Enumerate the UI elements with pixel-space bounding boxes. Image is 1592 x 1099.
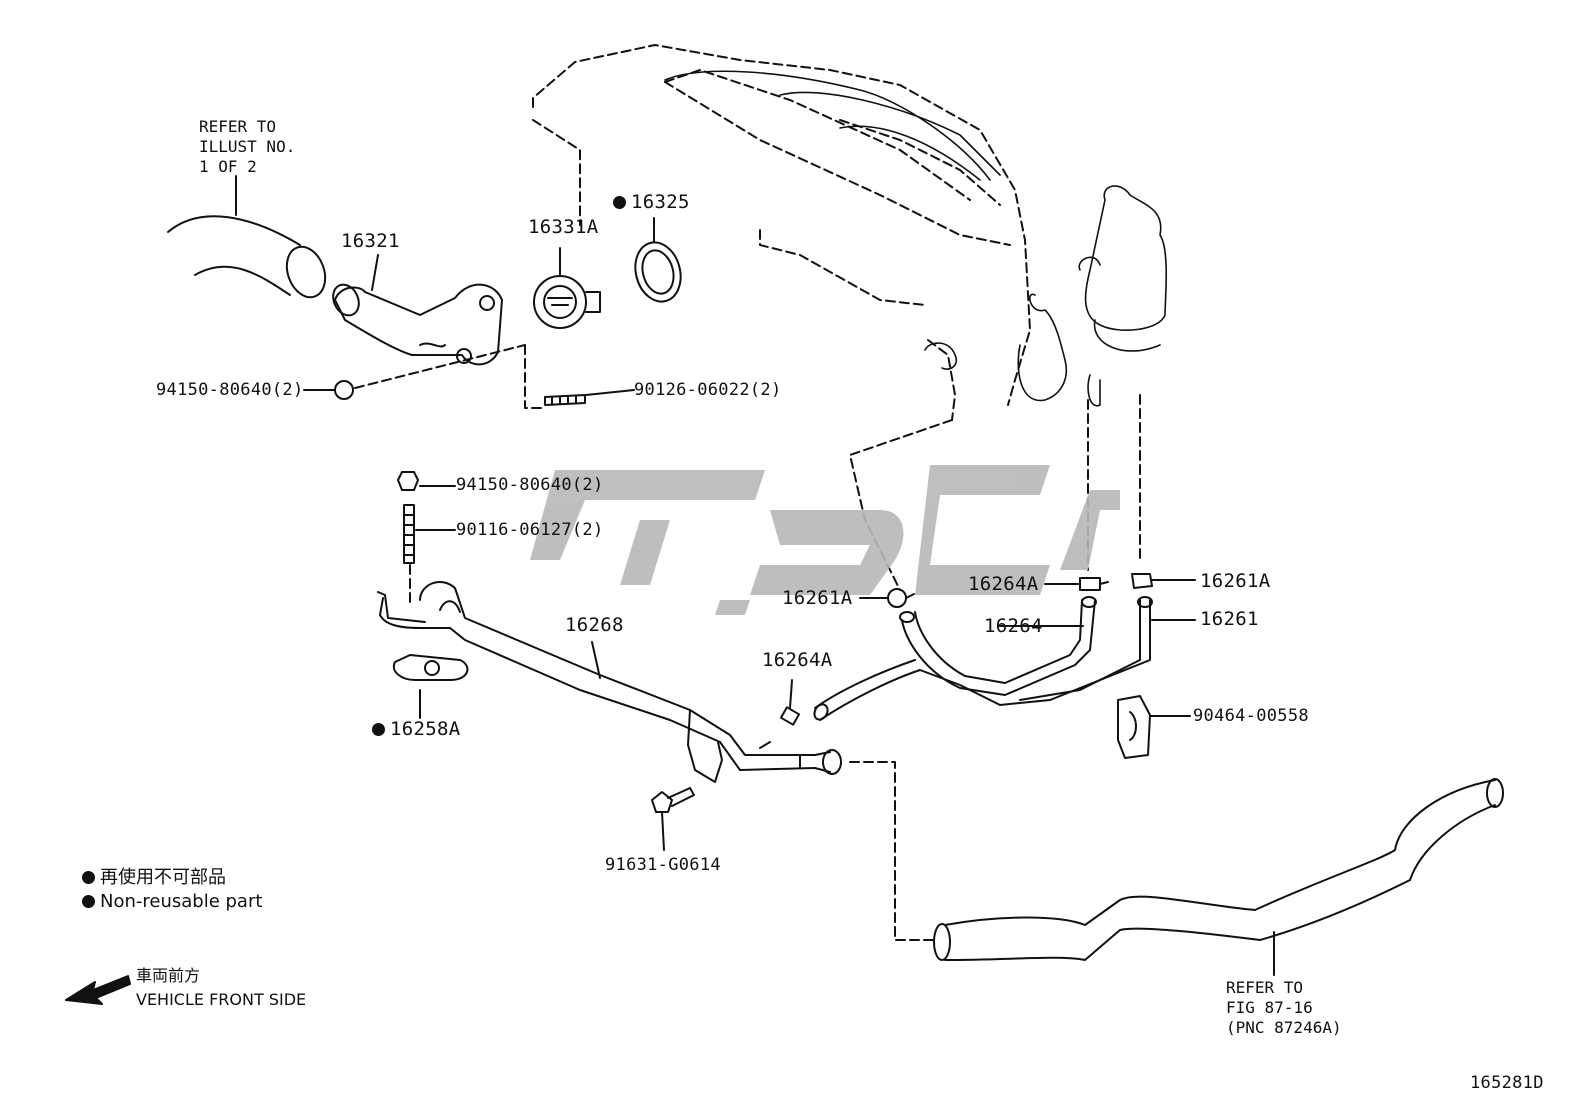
hose-lower	[849, 761, 1504, 976]
clip-16264A-mid	[779, 679, 801, 726]
label-16258A[interactable]: 16258A	[390, 718, 461, 740]
label-16331A[interactable]: 16331A	[528, 216, 599, 238]
refer-lower-line3: (PNC 87246A)	[1226, 1018, 1342, 1037]
clip-16261A-left	[859, 588, 915, 608]
watermark	[530, 465, 1120, 615]
bypass-hoses	[813, 596, 1196, 721]
label-16264[interactable]: 16264	[984, 615, 1043, 637]
label-16261A-left[interactable]: 16261A	[782, 587, 853, 609]
refer-block-upper: REFER TO ILLUST NO. 1 OF 2	[199, 117, 295, 177]
label-16261[interactable]: 16261	[1200, 608, 1259, 630]
filled-circle-icon	[613, 196, 626, 209]
filled-circle-icon	[82, 871, 95, 884]
legend-jp-text: 再使用不可部品	[100, 867, 226, 888]
label-94150-upper[interactable]: 94150-80640(2)	[156, 380, 304, 400]
refer-upper-line1: REFER TO	[199, 117, 277, 136]
refer-lower-line1: REFER TO	[1226, 978, 1304, 997]
refer-lower-line2: FIG 87-16	[1226, 998, 1313, 1017]
engine-details	[664, 70, 1168, 407]
label-90126[interactable]: 90126-06022(2)	[634, 380, 782, 400]
refer-upper-line2: ILLUST NO.	[199, 137, 296, 156]
nut-upper	[303, 344, 526, 400]
label-16264A-middle[interactable]: 16264A	[762, 649, 833, 671]
stud-middle	[403, 504, 456, 564]
clip-16261A-right	[1131, 573, 1196, 589]
water-outlet	[332, 254, 503, 366]
clip-16264A-right	[1044, 577, 1109, 591]
legend-jp-front: 車両前方	[136, 966, 201, 985]
diagram-code: 165281D	[1470, 1073, 1544, 1093]
refer-upper-line3: 1 OF 2	[199, 157, 257, 176]
legend-jp-nonreusable: 再使用不可部品	[82, 869, 226, 887]
nut-middle	[397, 471, 456, 491]
legend-en-nonreusable: Non-reusable part	[82, 893, 262, 911]
label-16325-wrap: 16325	[613, 193, 690, 212]
gasket	[634, 217, 682, 303]
legend-en-text: Non-reusable part	[100, 891, 263, 912]
bolt	[651, 787, 695, 851]
legend-en-front: VEHICLE FRONT SIDE	[136, 990, 307, 1009]
label-16264A-right[interactable]: 16264A	[968, 573, 1039, 595]
hose-upper	[167, 175, 327, 299]
gasket-16258A	[392, 654, 469, 719]
label-90464[interactable]: 90464-00558	[1193, 706, 1309, 726]
label-16268[interactable]: 16268	[565, 614, 624, 636]
label-16261A-right[interactable]: 16261A	[1200, 570, 1271, 592]
filled-circle-icon	[82, 895, 95, 908]
label-16321[interactable]: 16321	[341, 230, 400, 252]
clamp-90464	[1117, 695, 1191, 759]
thermostat	[533, 247, 601, 329]
label-91631[interactable]: 91631-G0614	[605, 855, 721, 875]
front-arrow	[65, 975, 131, 1005]
label-94150-middle[interactable]: 94150-80640(2)	[456, 475, 604, 495]
stud-upper	[544, 389, 635, 406]
label-16325[interactable]: 16325	[631, 191, 690, 213]
label-16258A-wrap: 16258A	[372, 720, 460, 739]
filled-circle-icon	[372, 723, 385, 736]
refer-block-lower: REFER TO FIG 87-16 (PNC 87246A)	[1226, 978, 1342, 1038]
pipe-16268	[377, 581, 842, 783]
label-90116[interactable]: 90116-06127(2)	[456, 520, 604, 540]
